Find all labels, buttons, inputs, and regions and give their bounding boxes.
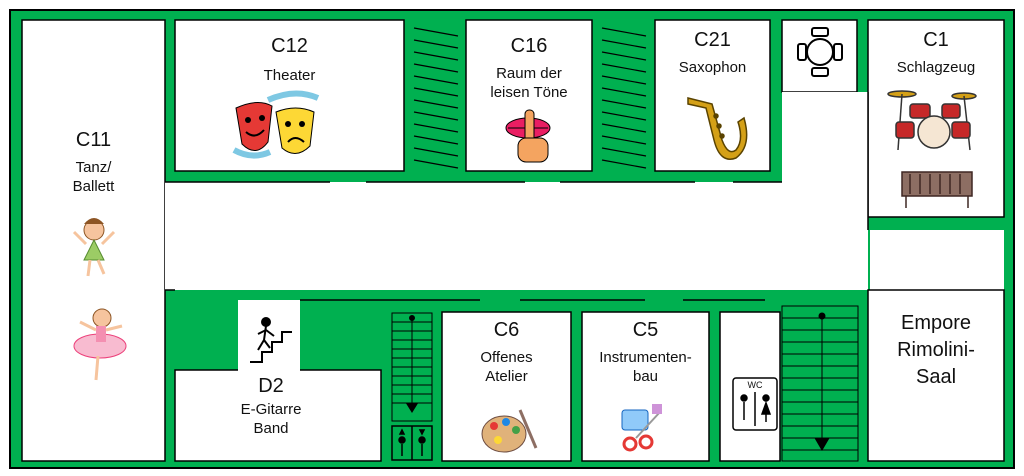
room-name: Rimolini- <box>897 339 975 361</box>
d2-stair-area <box>238 300 300 372</box>
craft-tools-icon <box>621 404 662 452</box>
room-code: C5 <box>632 319 659 341</box>
theater-masks-icon <box>232 90 320 159</box>
corridor-walls <box>165 92 869 301</box>
room-name: E-Gitarre <box>240 401 302 418</box>
room-name: Saxophon <box>678 59 747 76</box>
room-c16-label: C16 Raum der leisen Töne <box>466 34 592 103</box>
room-code: C6 <box>493 319 520 341</box>
room-name: Raum der <box>496 65 562 82</box>
room-code: C11 <box>75 129 112 151</box>
room-name: Theater <box>263 67 316 84</box>
room-c5-label: C5 Instrumenten- bau <box>582 318 709 387</box>
dancer-icon <box>72 218 116 277</box>
paint-palette-icon <box>481 409 538 453</box>
elevator-icon <box>391 425 433 461</box>
room-c12-label: C12 Theater <box>175 34 404 86</box>
room-c11-label: C11 Tanz/ Ballett <box>22 128 165 197</box>
ballerina-icon <box>73 308 127 381</box>
table-chairs-icon <box>797 27 843 77</box>
staircase-4 <box>781 305 859 462</box>
room-name: Ballett <box>72 177 115 195</box>
restroom-icon <box>732 377 778 431</box>
room-c21[interactable] <box>654 19 771 172</box>
corridor <box>165 182 868 290</box>
drum-kit-icon <box>887 90 977 151</box>
corridor-north <box>782 92 868 182</box>
room-code: C16 <box>510 35 548 57</box>
room-name: bau <box>632 367 659 385</box>
stairs-person-icon <box>250 317 292 363</box>
room-d2-label: D2 E-Gitarre Band <box>175 374 367 439</box>
staircase-1 <box>413 27 459 169</box>
quiet-lips-icon <box>505 109 551 163</box>
corridor-east <box>870 230 1004 300</box>
room-name: leisen Töne <box>490 83 568 101</box>
room-name: Empore <box>900 312 972 334</box>
room-c21-label: C21 Saxophon <box>655 28 770 78</box>
staircase-2 <box>601 27 647 169</box>
room-empore[interactable] <box>867 289 1005 462</box>
room-name: Atelier <box>485 367 528 385</box>
xylophone-icon <box>901 171 973 208</box>
room-c1-label: C1 Schlagzeug <box>868 28 1004 78</box>
saxophone-icon <box>687 97 748 160</box>
room-name: Offenes <box>480 349 533 366</box>
wc-label: WC <box>747 380 763 390</box>
room-c6-label: C6 Offenes Atelier <box>442 318 571 387</box>
room-name: Schlagzeug <box>896 59 976 76</box>
room-name: Tanz/ <box>75 159 112 176</box>
room-code: C1 <box>923 29 949 51</box>
room-name: Band <box>253 419 289 437</box>
staircase-3 <box>391 312 433 422</box>
room-code: C12 <box>271 35 308 57</box>
room-empore-label: Empore Rimolini- Saal <box>868 310 1004 391</box>
room-code: C21 <box>694 29 731 51</box>
room-name: Instrumenten- <box>599 349 692 366</box>
room-name: Saal <box>915 366 957 388</box>
room-d2[interactable] <box>174 369 382 462</box>
room-code: D2 <box>258 375 284 397</box>
